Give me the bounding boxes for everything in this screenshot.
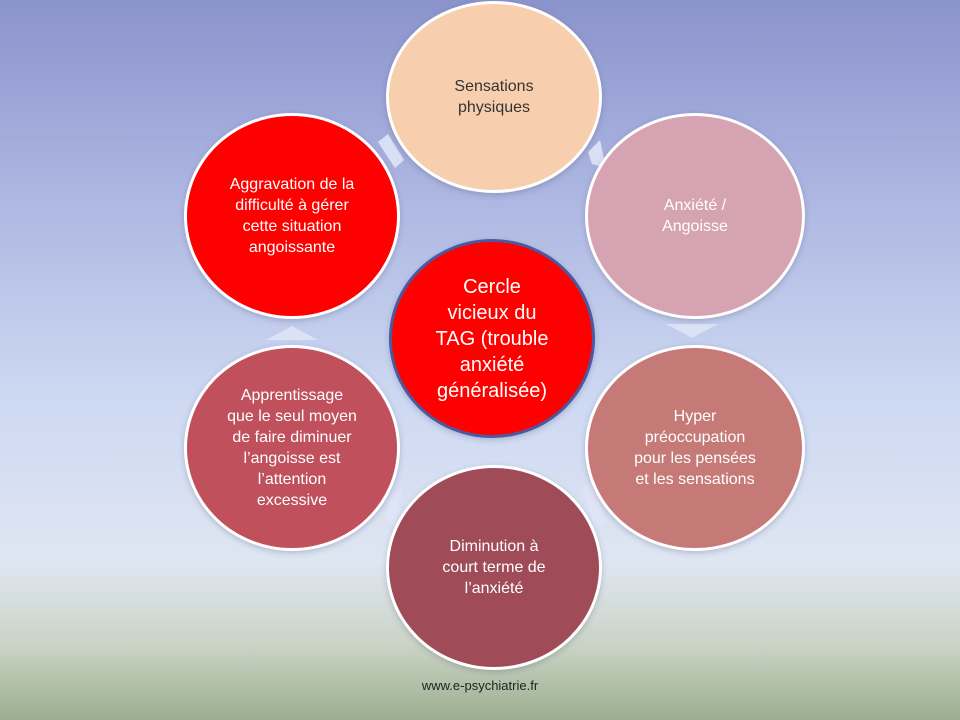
node-anxiete-angoisse: Anxiété / Angoisse (585, 113, 805, 319)
node-label: Aggravation de la difficulté à gérer cet… (229, 176, 355, 256)
center-node-cercle-vicieux: Cercle vicieux du TAG (trouble anxiété g… (389, 239, 595, 438)
node-apprentissage: Apprentissage que le seul moyen de faire… (184, 345, 400, 551)
center-label: Cercle vicieux du TAG (trouble anxiété g… (435, 275, 549, 402)
node-label: Sensations physiques (454, 78, 534, 116)
arrow-tr-to-br (666, 324, 718, 338)
node-label: Hyper préoccupation pour les pensées et … (634, 408, 756, 488)
arrow-bl-to-tl (266, 326, 318, 340)
node-hyper-preoccupation: Hyper préoccupation pour les pensées et … (585, 345, 805, 551)
node-sensations-physiques: Sensations physiques (386, 1, 602, 193)
source-url: www.e-psychiatrie.fr (421, 678, 539, 693)
node-label: Anxiété / Angoisse (662, 197, 728, 235)
node-aggravation: Aggravation de la difficulté à gérer cet… (184, 113, 400, 319)
node-label: Diminution à court terme de l’anxiété (442, 538, 546, 597)
node-diminution-anxiete: Diminution à court terme de l’anxiété (386, 465, 602, 670)
node-label: Apprentissage que le seul moyen de faire… (227, 387, 357, 509)
